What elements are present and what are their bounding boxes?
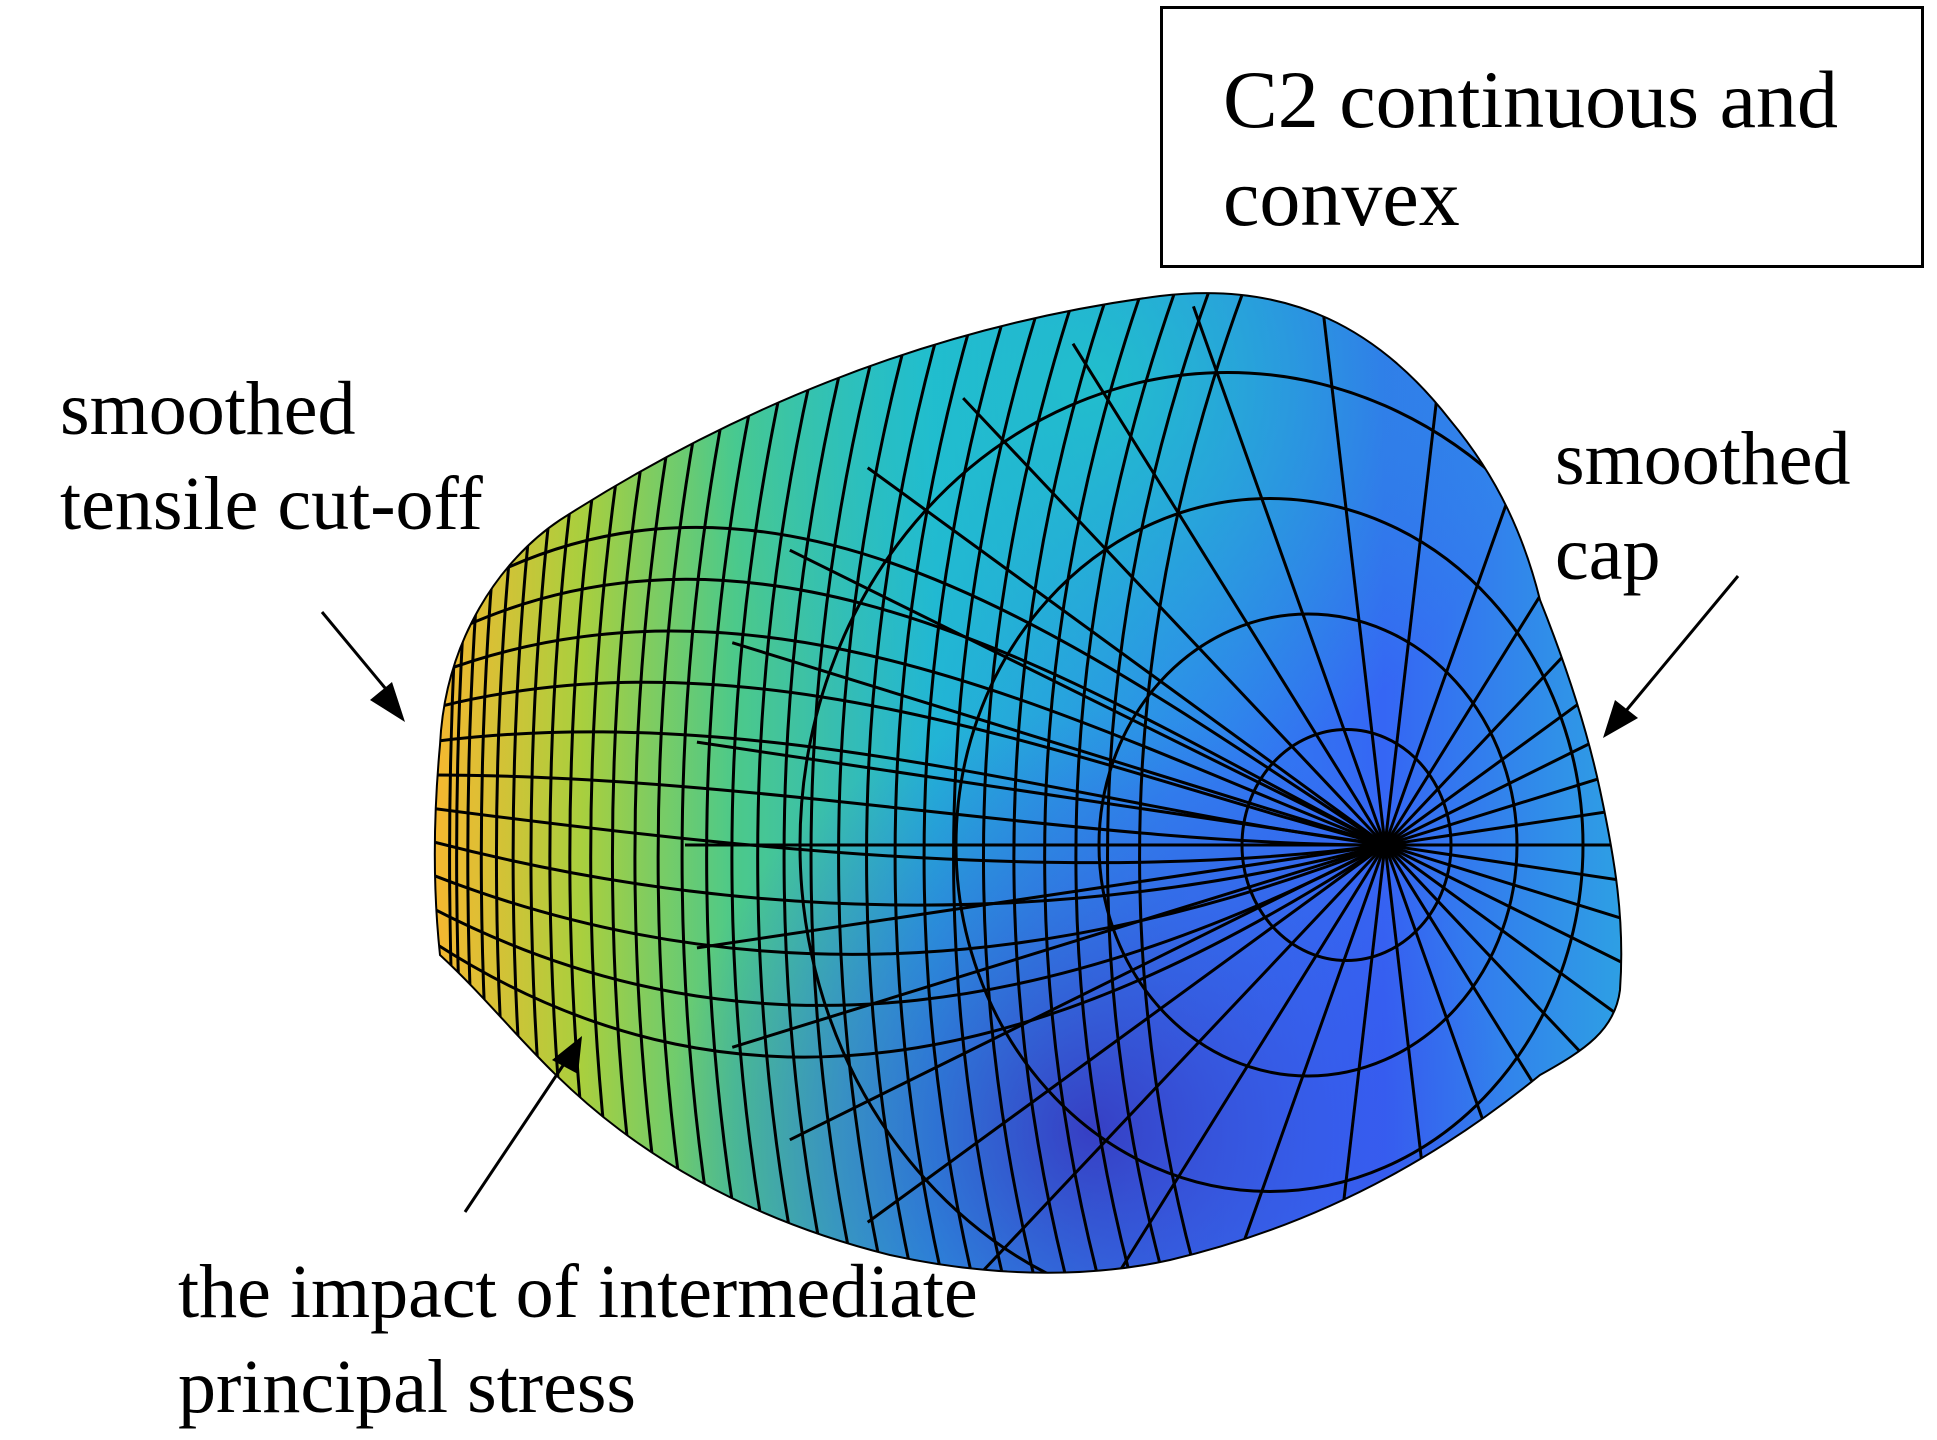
mesh-ring-line [952,293,1062,1273]
mesh-meridian-line [434,577,1386,847]
label-intermediate-line-2: principal stress [178,1345,637,1429]
arrow-intermediate-head [552,1036,582,1074]
mesh-ring-line [756,293,847,1273]
mesh-ring-line [982,293,1095,1273]
arrow-tensile [320,611,405,722]
mesh-radial-line [1384,548,1622,847]
arrow-intermediate [463,1036,582,1213]
mesh-radial-line [1384,641,1622,847]
mesh-meridian-line [434,773,1386,847]
mesh-radial-line [1384,843,1622,1049]
arrow-intermediate-line [463,1057,570,1213]
arrow-tensile-head [370,682,405,722]
mesh-radial-line [1384,843,1622,1224]
mesh-ring-line [1043,293,1162,1273]
mesh-radial-line [1384,843,1622,950]
mesh-cap-ring [798,371,1622,1273]
apex-point [1375,835,1395,855]
mesh-radial-line [1192,844,1387,1273]
label-tensile-line-2: tensile cut-off [60,462,483,546]
label-cap-line-1: smoothed [1555,417,1851,501]
mesh-ring-line [865,293,967,1273]
arrow-cap [1603,575,1740,738]
mesh-ring-line [1074,293,1196,1273]
info-box: C2 continuous and convex [1160,6,1924,268]
mesh-radial-line [962,397,1387,847]
label-smoothed-cap: smoothed cap [1555,412,1851,602]
mesh-meridian-line [434,843,1386,1007]
mesh-ring-line [1106,293,1230,1273]
mesh-radial-line [1318,293,1387,846]
mesh-ring-line [1012,293,1128,1273]
info-box-line-1: C2 continuous and [1223,54,1838,145]
mesh-radial-line [1384,843,1622,1142]
mesh-cap-ring [954,497,1585,1193]
mesh-ring-line [782,293,876,1273]
arrow-cap-line [1618,575,1740,719]
mesh-meridian-line [434,806,1386,865]
mesh-ring-line [922,293,1030,1273]
mesh-radial-line [866,843,1386,1224]
mesh-meridian-line [434,839,1386,907]
surface-outline [433,292,1623,1274]
mesh-ring-line [809,293,906,1273]
mesh-radial-line [1384,740,1622,847]
surface-mesh [434,293,1622,1273]
mesh-radial-line [1318,844,1387,1273]
mesh-radial-line [1383,844,1578,1273]
mesh-radial-line [731,843,1386,1049]
mesh-meridian-line [434,629,1386,847]
info-box-line-2: convex [1223,152,1460,244]
yield-surface [433,292,1623,1274]
mesh-radial-line [789,548,1386,847]
arrow-cap-head [1603,700,1638,738]
label-intermediate-principal-stress: the impact of intermediate principal str… [178,1245,978,1435]
mesh-ring-line [893,293,998,1273]
mesh-ring-line [837,293,936,1273]
mesh-radial-line [1383,844,1452,1273]
label-tensile-line-1: smoothed [60,367,356,451]
mesh-radial-line [962,843,1387,1273]
mesh-radial-line [1071,342,1387,846]
info-box-text: C2 continuous and convex [1223,51,1838,248]
mesh-radial-line [731,641,1386,847]
mesh-radial-line [1192,305,1387,846]
label-intermediate-line-1: the impact of intermediate [178,1250,978,1334]
label-smoothed-tensile-cutoff: smoothed tensile cut-off [60,362,483,552]
arrow-tensile-line [320,611,397,701]
mesh-cap-ring [1240,728,1453,962]
mesh-cap-ring [1097,612,1519,1078]
label-cap-line-2: cap [1555,512,1661,596]
mesh-radial-line [1071,844,1387,1273]
mesh-ring-line [1138,293,1265,1273]
mesh-radial-line [1384,466,1622,847]
